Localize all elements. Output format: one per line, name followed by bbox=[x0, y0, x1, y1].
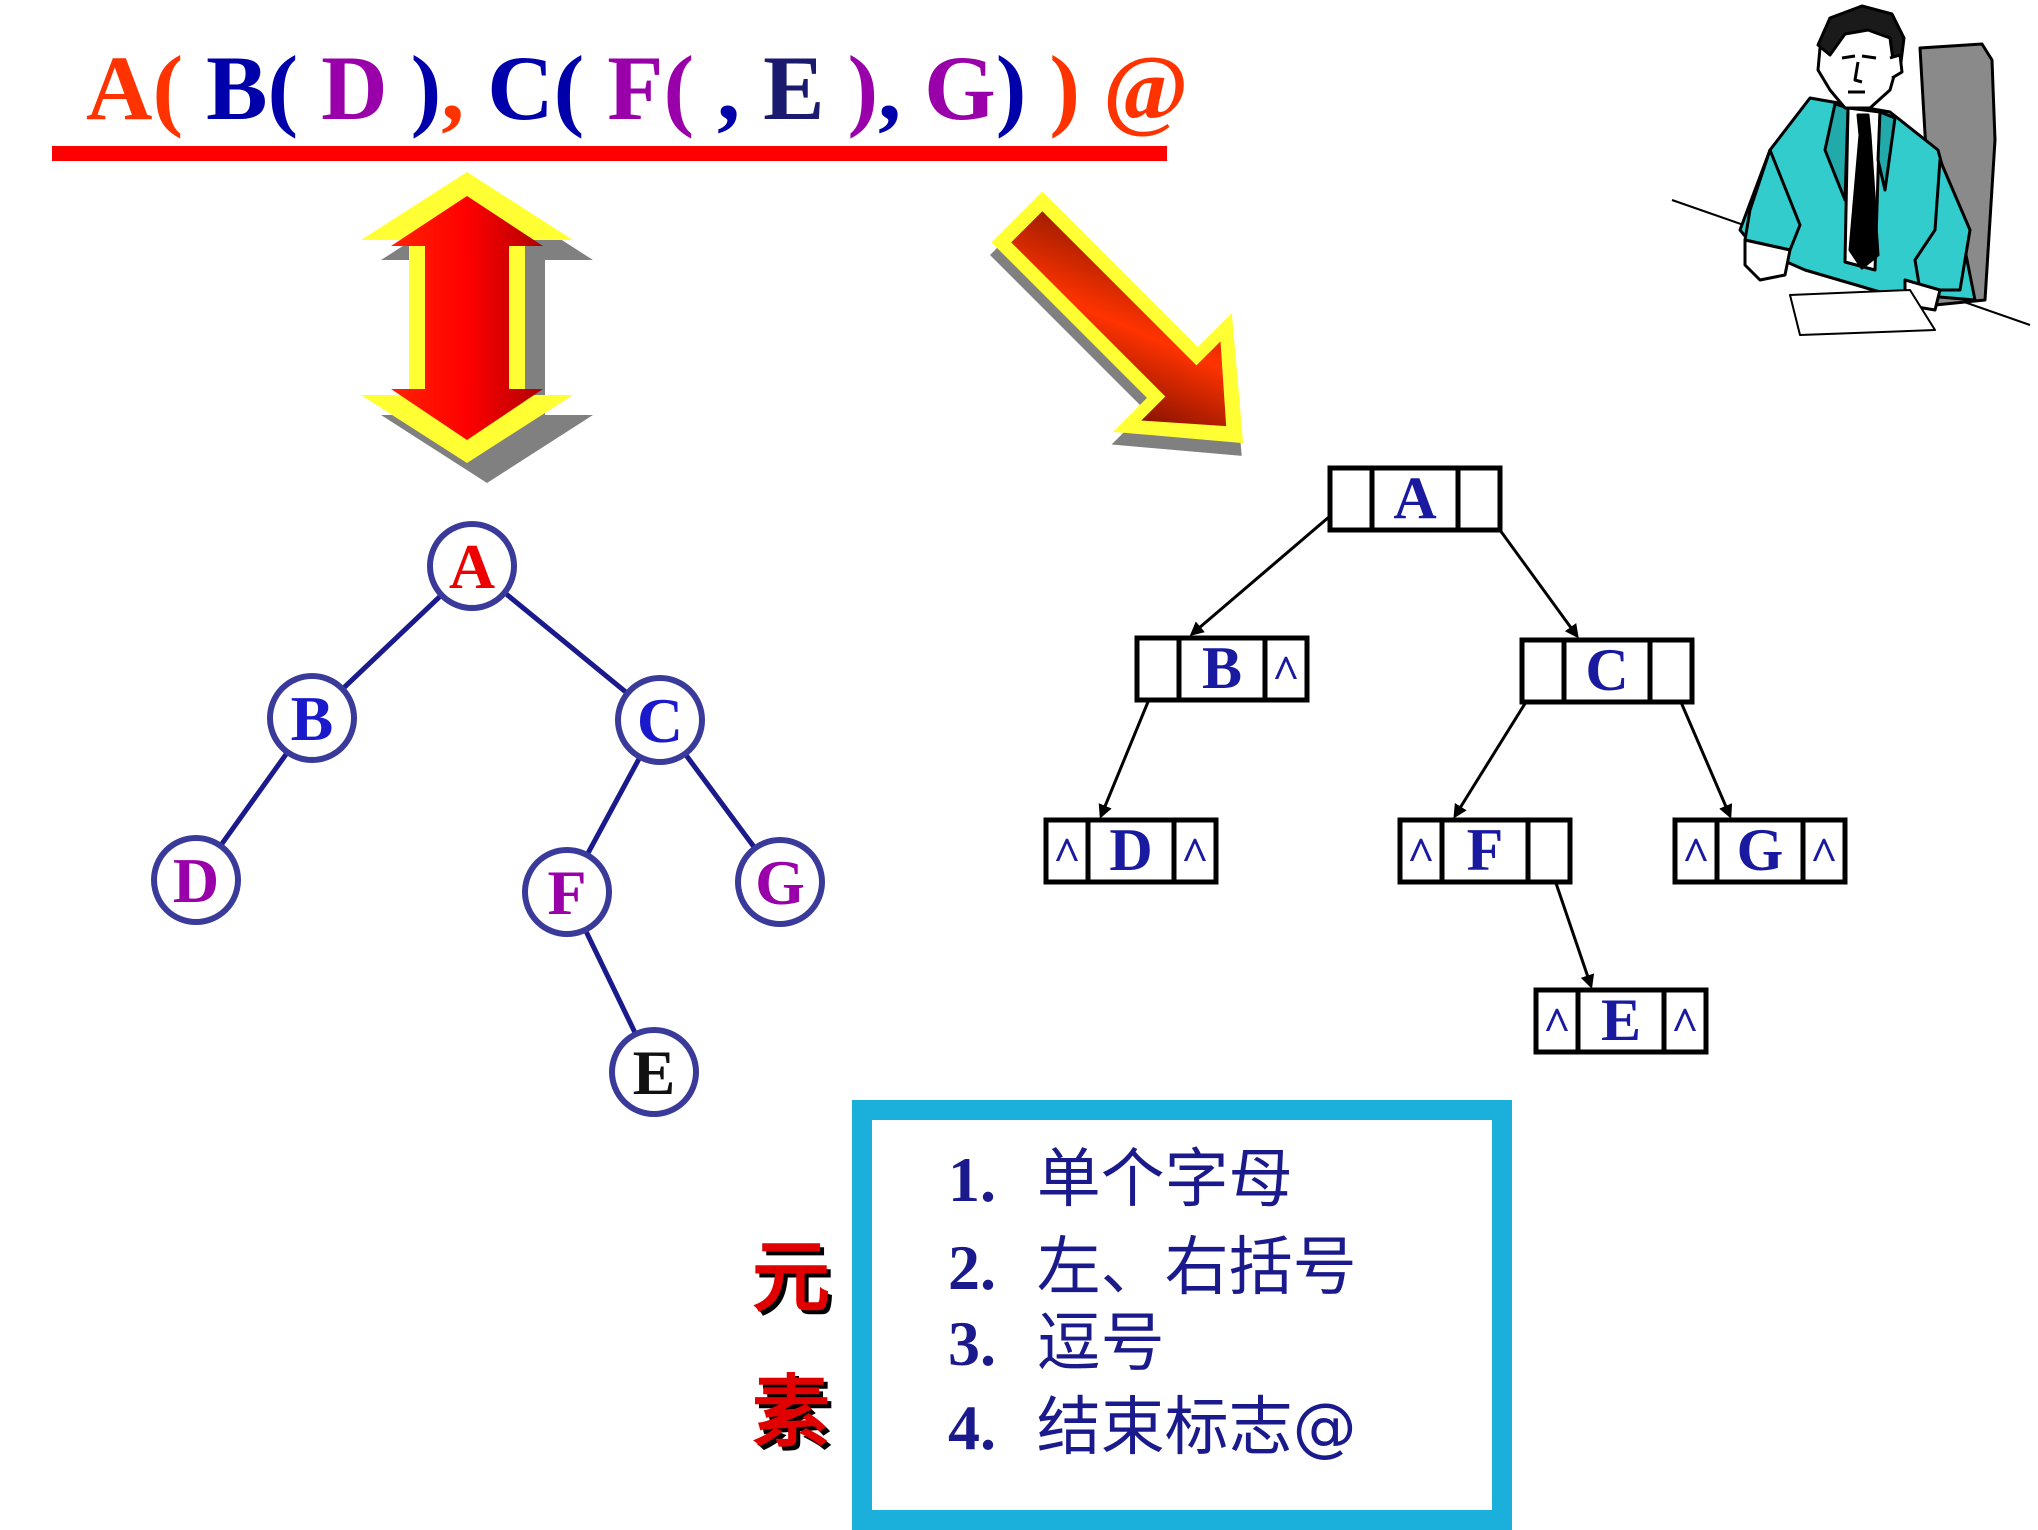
tree-edges bbox=[220, 593, 755, 1035]
null-pointer-right: ^ bbox=[1810, 828, 1838, 881]
linked-node-label: C bbox=[1585, 637, 1628, 703]
legend-item-text: 结束标志@ bbox=[1037, 1391, 1357, 1465]
businessman-illustration bbox=[1672, 6, 2030, 335]
linked-nodes: AB^CD^^F^G^^E^^ bbox=[1046, 465, 1845, 1053]
null-pointer-left: ^ bbox=[1543, 998, 1571, 1051]
tree-node-label: C bbox=[637, 685, 683, 756]
legend-item-4: 4. 结束标志@ bbox=[948, 1396, 1357, 1460]
tree-node-F: F bbox=[525, 850, 609, 934]
null-pointer-right: ^ bbox=[1181, 828, 1209, 881]
null-pointer-right: ^ bbox=[1671, 998, 1699, 1051]
tree-edge-C-G bbox=[685, 754, 755, 849]
linked-node-label: G bbox=[1737, 817, 1784, 883]
linked-node-E: E ^ ^ bbox=[1536, 987, 1706, 1053]
tree-node-label: A bbox=[449, 531, 495, 602]
linked-node-A: A bbox=[1330, 465, 1500, 531]
linked-node-C: C bbox=[1522, 637, 1692, 703]
tree-node-label: F bbox=[547, 857, 586, 928]
side-label-yuan: 元 bbox=[752, 1215, 830, 1327]
null-pointer-left: ^ bbox=[1407, 828, 1435, 881]
legend-item-3: 3. 逗号 bbox=[948, 1312, 1165, 1376]
tree-nodes: A B C D F G E bbox=[154, 524, 822, 1114]
tree-node-label: G bbox=[755, 847, 805, 918]
legend-item-1: 1. 单个字母 bbox=[948, 1148, 1293, 1212]
tree-node-G: G bbox=[738, 840, 822, 924]
linked-node-F: F^ bbox=[1400, 817, 1570, 883]
null-pointer-right: ^ bbox=[1272, 646, 1300, 699]
legend-item-text: 左、右括号 bbox=[1037, 1231, 1357, 1305]
legend-item-number: 4. bbox=[948, 1392, 996, 1463]
tree-edge-C-F bbox=[587, 757, 640, 855]
linked-node-D: D ^ ^ bbox=[1046, 817, 1216, 883]
tree-node-label: E bbox=[633, 1037, 676, 1108]
linked-edges bbox=[1101, 493, 1730, 986]
legend-item-2: 2. 左、右括号 bbox=[948, 1236, 1357, 1300]
legend-item-number: 1. bbox=[948, 1144, 996, 1215]
legend-item-text: 单个字母 bbox=[1037, 1143, 1293, 1217]
tree-node-C: C bbox=[618, 678, 702, 762]
elements-legend-box: 1. 单个字母 2. 左、右括号 3. 逗号 4. 结束标志@ bbox=[852, 1100, 1512, 1530]
linked-node-G: G ^ ^ bbox=[1675, 817, 1845, 883]
double-arrow-icon bbox=[361, 172, 593, 483]
tree-edge-A-B bbox=[342, 595, 441, 689]
tree-edge-B-D bbox=[220, 752, 287, 846]
linked-node-B: B^ bbox=[1137, 635, 1307, 701]
tree-edge-F-E bbox=[585, 930, 635, 1034]
tree-node-D: D bbox=[154, 838, 238, 922]
tree-edge-A-C bbox=[504, 593, 627, 694]
side-label-su: 素 bbox=[752, 1350, 830, 1462]
tree-node-label: B bbox=[291, 683, 334, 754]
linked-node-label: B bbox=[1202, 635, 1242, 701]
tree-node-A: A bbox=[430, 524, 514, 608]
legend-item-text: 逗号 bbox=[1037, 1307, 1165, 1381]
linked-node-label: A bbox=[1393, 465, 1436, 531]
null-pointer-left: ^ bbox=[1682, 828, 1710, 881]
diagonal-arrow-icon bbox=[950, 157, 1308, 515]
legend-item-number: 3. bbox=[948, 1308, 996, 1379]
tree-node-B: B bbox=[270, 676, 354, 760]
linked-node-label: D bbox=[1109, 817, 1152, 883]
linked-node-label: E bbox=[1601, 987, 1641, 1053]
null-pointer-left: ^ bbox=[1053, 828, 1081, 881]
tree-node-E: E bbox=[612, 1030, 696, 1114]
legend-item-number: 2. bbox=[948, 1232, 996, 1303]
tree-node-label: D bbox=[173, 845, 219, 916]
linked-node-label: F bbox=[1467, 817, 1504, 883]
